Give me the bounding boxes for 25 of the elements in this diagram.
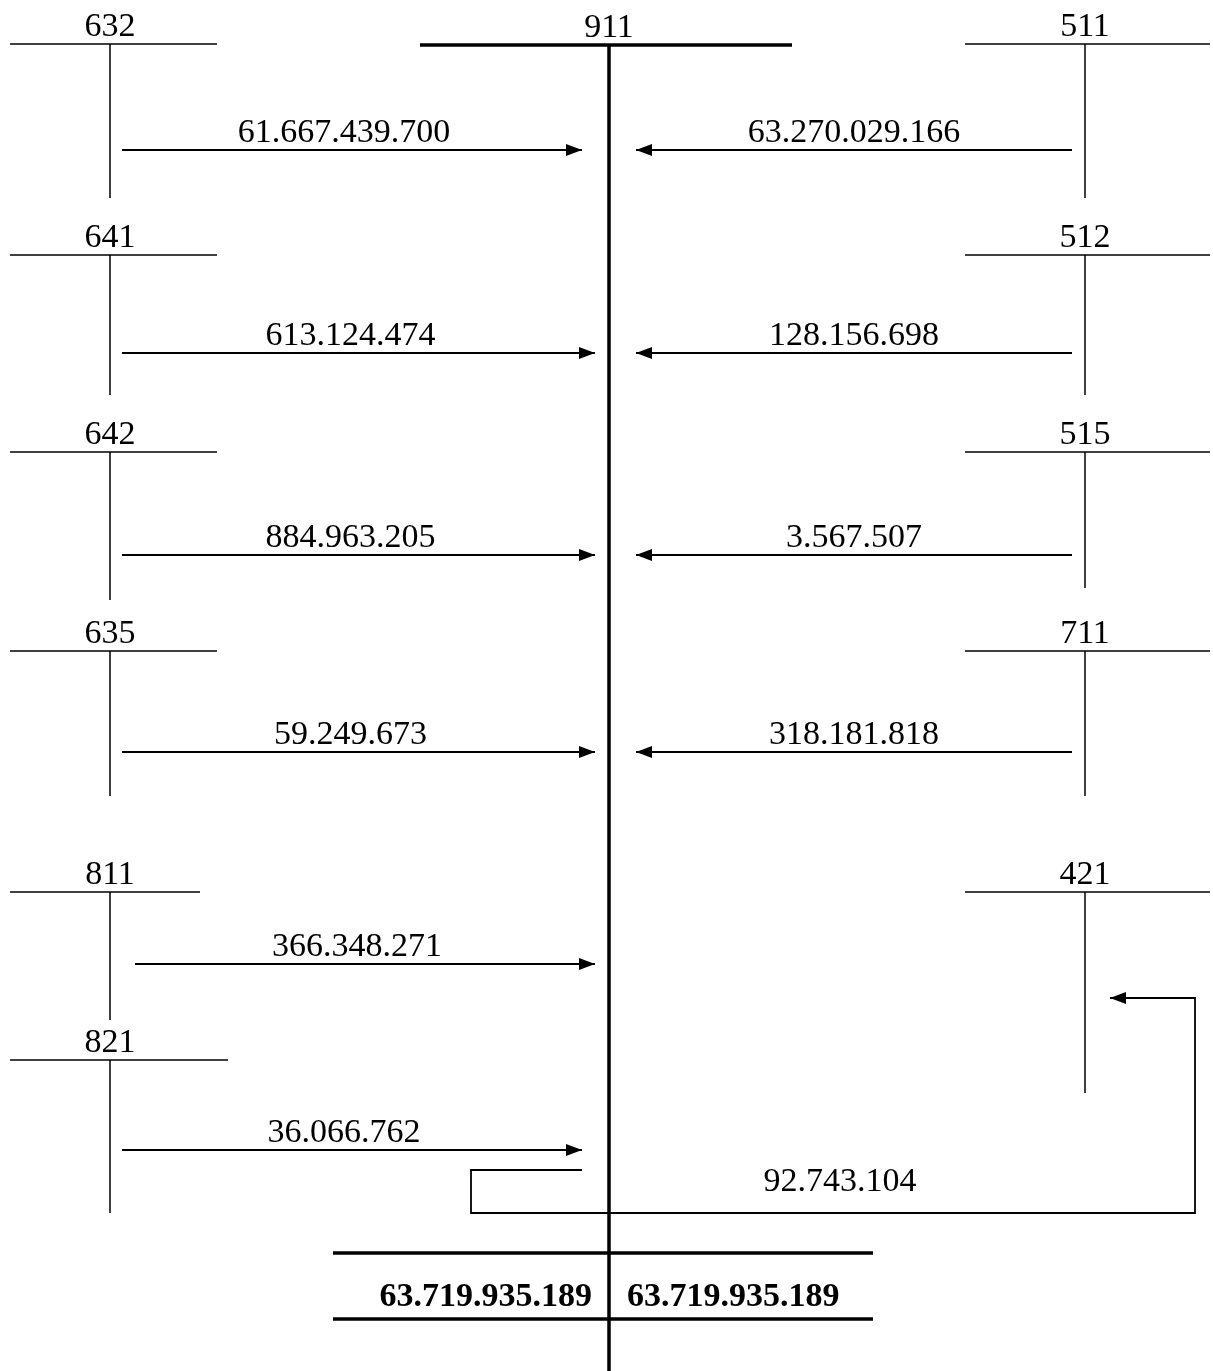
account-number: 511 xyxy=(1060,8,1110,42)
account-number: 515 xyxy=(1059,416,1111,450)
arrow xyxy=(121,347,596,359)
account-number: 421 xyxy=(1059,856,1111,890)
arrow xyxy=(635,347,1073,359)
account-number: 635 xyxy=(84,615,136,649)
account-number: 512 xyxy=(1059,219,1111,253)
arrow xyxy=(121,549,596,561)
account-number: 711 xyxy=(1060,615,1110,649)
account-number: 811 xyxy=(85,856,135,890)
account-number: 642 xyxy=(84,416,136,450)
account-number: 911 xyxy=(584,9,634,43)
arrow xyxy=(635,549,1073,561)
arrow xyxy=(121,144,583,156)
arrow xyxy=(635,746,1073,758)
arrow xyxy=(470,992,1196,1214)
account-number: 821 xyxy=(84,1024,136,1058)
arrow xyxy=(121,1144,583,1156)
total-amount: 63.719.935.189 xyxy=(379,1278,592,1312)
account-number: 632 xyxy=(84,8,136,42)
arrow xyxy=(635,144,1073,156)
arrow xyxy=(134,958,596,970)
account-number: 641 xyxy=(84,219,136,253)
total-amount: 63.719.935.189 xyxy=(627,1278,840,1312)
arrow xyxy=(121,746,596,758)
